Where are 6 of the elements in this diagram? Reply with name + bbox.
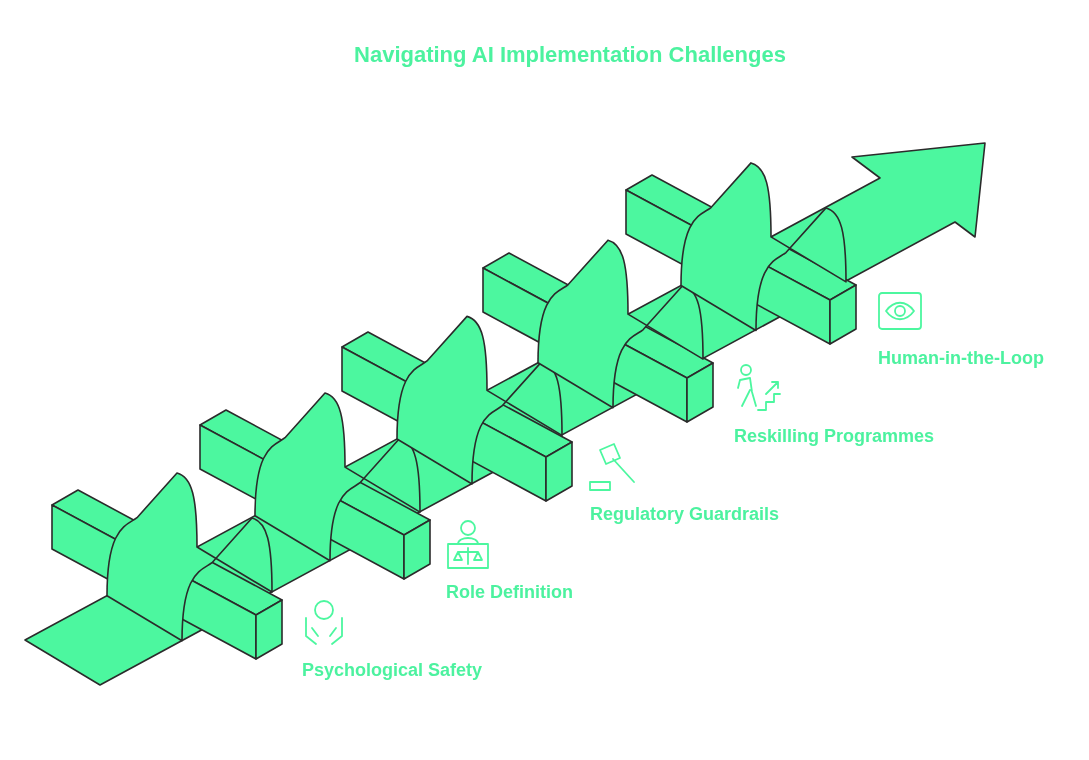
step-label: Regulatory Guardrails bbox=[590, 504, 780, 525]
step-label: Human-in-the-Loop bbox=[878, 348, 1044, 369]
step-label: Psychological Safety bbox=[302, 660, 483, 681]
step-label: Role Definition bbox=[446, 582, 573, 603]
title: Navigating AI Implementation Challenges bbox=[353, 42, 787, 68]
step-label: Reskilling Programmes bbox=[734, 426, 935, 447]
